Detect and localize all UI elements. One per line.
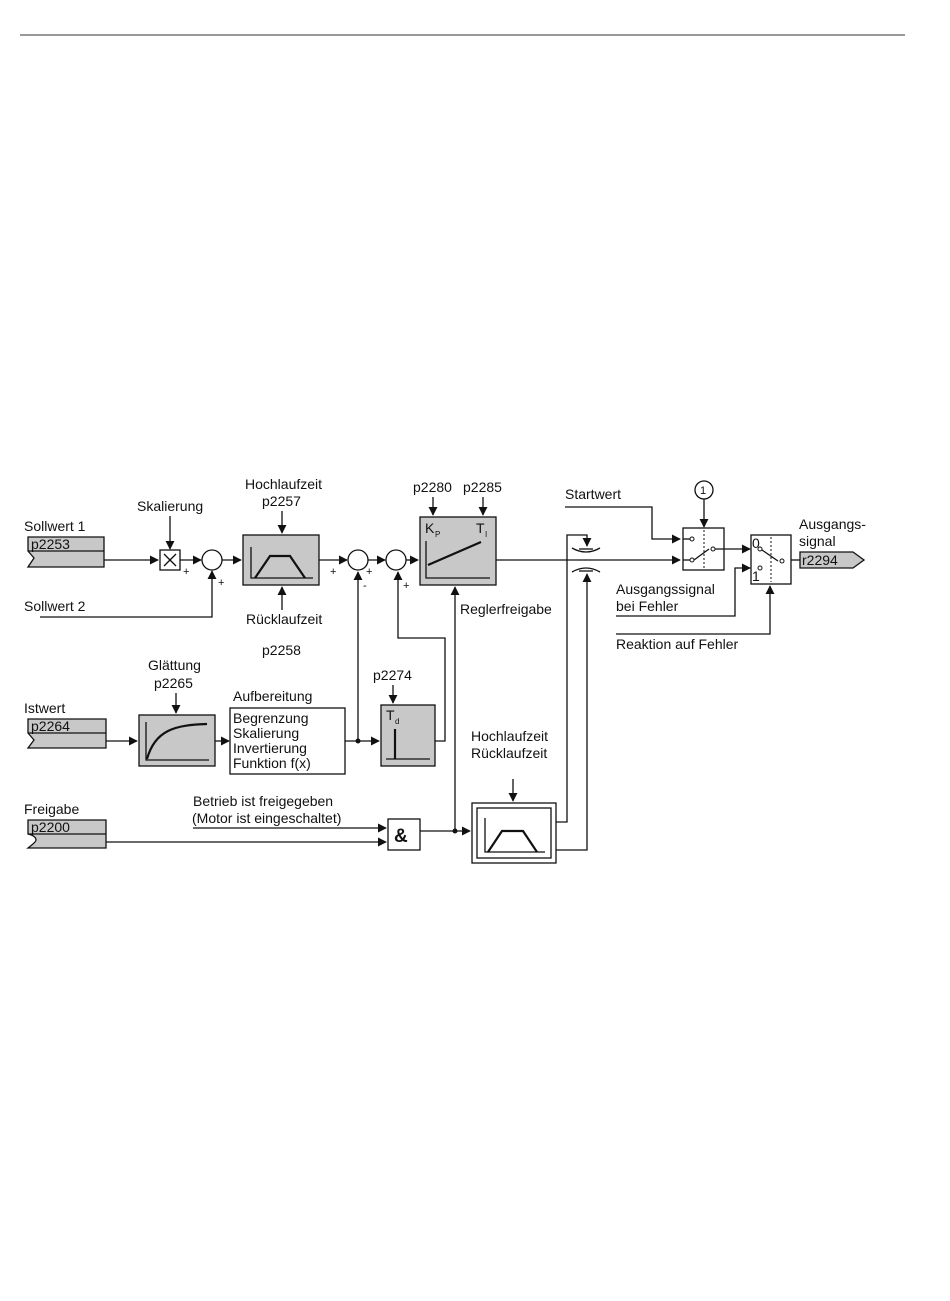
summing-junction-2	[347, 549, 369, 571]
smoothing-filter-block	[138, 714, 216, 767]
hochlaufzeit-label: Hochlaufzeit	[245, 476, 322, 492]
istwert-param: p2264	[31, 718, 70, 734]
td-sub: d	[395, 717, 399, 726]
aufbereitung-item-3: Funktion f(x)	[233, 755, 311, 771]
ti-label: T	[476, 520, 485, 536]
freigabe-param: p2200	[31, 819, 70, 835]
betrieb-line1: Betrieb ist freigegeben	[193, 793, 333, 809]
sign-plus-1: +	[183, 566, 189, 578]
sign-plus-4: +	[366, 566, 372, 578]
sollwert2-label: Sollwert 2	[24, 598, 86, 614]
ausgangssignal-fehler-line1: Ausgangssignal	[616, 581, 715, 597]
derivative-block	[380, 704, 436, 767]
sign-minus: -	[363, 580, 367, 592]
sign-plus-2: +	[218, 577, 224, 589]
hochlauf2-line2: Rücklaufzeit	[471, 745, 547, 761]
and-gate-symbol: &	[394, 826, 408, 847]
glaettung-param: p2265	[154, 675, 193, 691]
summing-junction-3	[385, 549, 407, 571]
istwert-connector[interactable]: p2264	[26, 718, 107, 749]
signal-conditioning-block	[229, 707, 346, 775]
sollwert1-param: p2253	[31, 536, 70, 552]
skalierung-label: Skalierung	[137, 498, 203, 514]
summing-junction-1	[201, 549, 223, 571]
aufbereitung-item-2: Invertierung	[233, 740, 307, 756]
sollwert1-connector[interactable]: p2253	[26, 536, 105, 568]
output-connector-r2294[interactable]: r2294	[799, 551, 866, 569]
kp-label: K	[425, 520, 435, 536]
output-label-line2: signal	[799, 533, 836, 549]
freigabe-label: Freigabe	[24, 801, 79, 817]
aufbereitung-item-1: Skalierung	[233, 725, 299, 741]
output-param: r2294	[802, 552, 838, 568]
sollwert1-label: Sollwert 1	[24, 518, 86, 534]
ruecklaufzeit-label: Rücklaufzeit	[246, 611, 322, 627]
betrieb-line2: (Motor ist eingeschaltet)	[192, 810, 341, 826]
kp-sub: P	[435, 530, 440, 539]
hold-symbol	[571, 547, 601, 573]
marker-circle-1-text: 1	[700, 485, 706, 497]
startwert-label: Startwert	[565, 486, 621, 502]
aufbereitung-label: Aufbereitung	[233, 688, 312, 704]
ausgangssignal-fehler-line2: bei Fehler	[616, 598, 679, 614]
glaettung-label: Glättung	[148, 657, 201, 673]
reglerfreigabe-label: Reglerfreigabe	[460, 601, 552, 617]
sign-plus-5: +	[403, 580, 409, 592]
reaktion-fehler-label: Reaktion auf Fehler	[616, 636, 739, 652]
switch-label-1: 1	[752, 568, 760, 584]
ruecklaufzeit-param: p2258	[262, 642, 301, 658]
ti-param: p2285	[463, 479, 502, 495]
hochlauf2-line1: Hochlaufzeit	[471, 728, 548, 744]
and-gate	[387, 818, 421, 851]
istwert-label: Istwert	[24, 700, 65, 716]
switch-label-0: 0	[752, 535, 760, 551]
kp-param: p2280	[413, 479, 452, 495]
sign-plus-3: +	[330, 566, 336, 578]
hochlaufzeit-param: p2257	[262, 493, 301, 509]
aufbereitung-item-0: Begrenzung	[233, 710, 309, 726]
td-label: T	[386, 707, 395, 723]
freigabe-connector[interactable]: p2200	[26, 819, 107, 849]
ti-sub: I	[485, 530, 487, 539]
td-param: p2274	[373, 667, 412, 683]
output-label-line1: Ausgangs-	[799, 516, 866, 532]
